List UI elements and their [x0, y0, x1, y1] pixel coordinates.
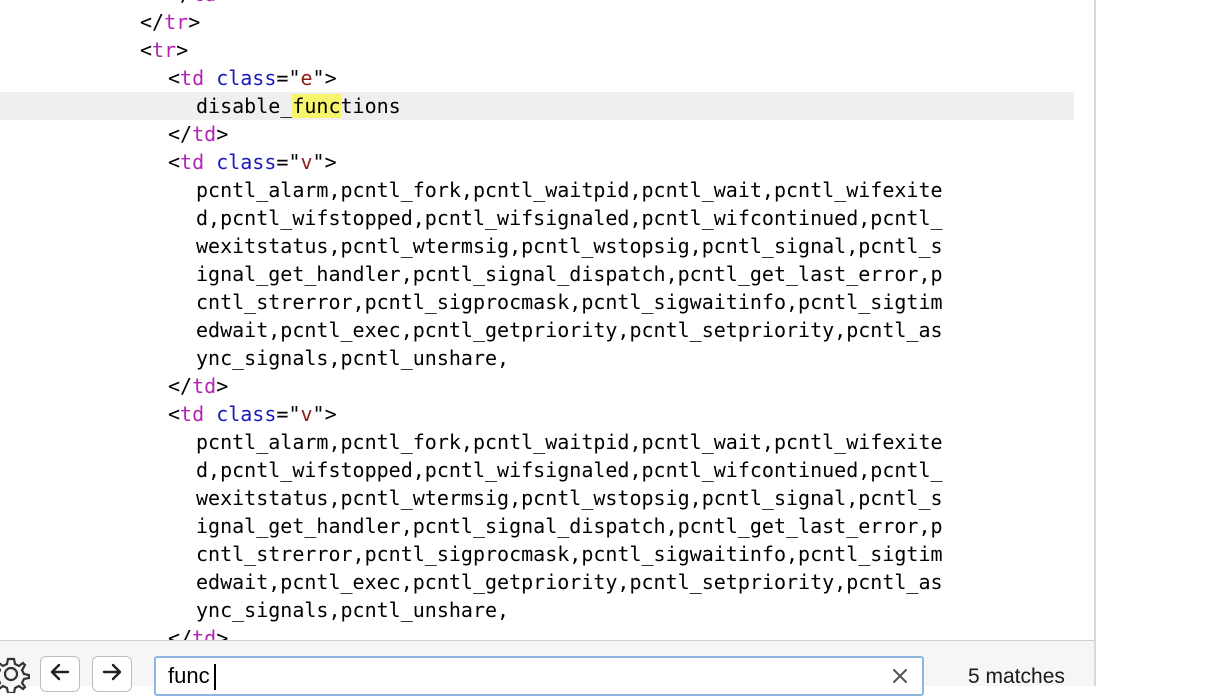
panel-divider [1094, 0, 1096, 686]
code-line: ignal_get_handler,pcntl_signal_dispatch,… [196, 514, 943, 538]
text-caret [214, 664, 216, 690]
code-line: pcntl_alarm,pcntl_fork,pcntl_waitpid,pcn… [196, 430, 943, 454]
code-line: </td> [168, 626, 229, 640]
code-line: </td> [168, 122, 229, 146]
match-count: 5 matches [968, 665, 1065, 688]
find-input[interactable] [168, 660, 868, 692]
find-previous-button[interactable] [40, 656, 80, 692]
arrow-right-icon [101, 661, 123, 688]
find-bar: 5 matches [0, 640, 1094, 696]
code-line: pcntl_alarm,pcntl_fork,pcntl_waitpid,pcn… [196, 178, 943, 202]
code-line: </td> [0, 0, 1074, 8]
code-line: ignal_get_handler,pcntl_signal_dispatch,… [196, 262, 943, 286]
code-line: d,pcntl_wifstopped,pcntl_wifsignaled,pcn… [196, 458, 943, 482]
right-panel [1096, 0, 1216, 686]
code-line: cntl_strerror,pcntl_sigprocmask,pcntl_si… [196, 542, 943, 566]
code-line: edwait,pcntl_exec,pcntl_getpriority,pcnt… [196, 570, 943, 594]
source-view[interactable]: </td> </tr> <tr> <td class="e"> disable_… [0, 0, 1094, 640]
code-line: <td class="v"> [168, 402, 337, 426]
find-field[interactable] [154, 656, 924, 696]
arrow-left-icon [49, 661, 71, 688]
code-line: ync_signals,pcntl_unshare, [196, 346, 510, 370]
code-line: <tr> [140, 38, 189, 62]
code-line: wexitstatus,pcntl_wtermsig,pcntl_wstopsi… [196, 486, 943, 510]
find-next-button[interactable] [92, 656, 132, 692]
search-match-highlight: func [292, 94, 341, 118]
close-icon[interactable] [890, 666, 910, 686]
code-line: edwait,pcntl_exec,pcntl_getpriority,pcnt… [196, 318, 943, 342]
gear-icon[interactable] [0, 655, 31, 695]
active-code-line: disable_functions [0, 92, 1074, 120]
code-line: </td> [168, 374, 229, 398]
code-line: <td class="e"> [168, 66, 337, 90]
code-line: cntl_strerror,pcntl_sigprocmask,pcntl_si… [196, 290, 943, 314]
code-line: <td class="v"> [168, 150, 337, 174]
code-line: </tr> [140, 10, 201, 34]
code-line: ync_signals,pcntl_unshare, [196, 598, 510, 622]
code-line: wexitstatus,pcntl_wtermsig,pcntl_wstopsi… [196, 234, 943, 258]
code-line: d,pcntl_wifstopped,pcntl_wifsignaled,pcn… [196, 206, 943, 230]
